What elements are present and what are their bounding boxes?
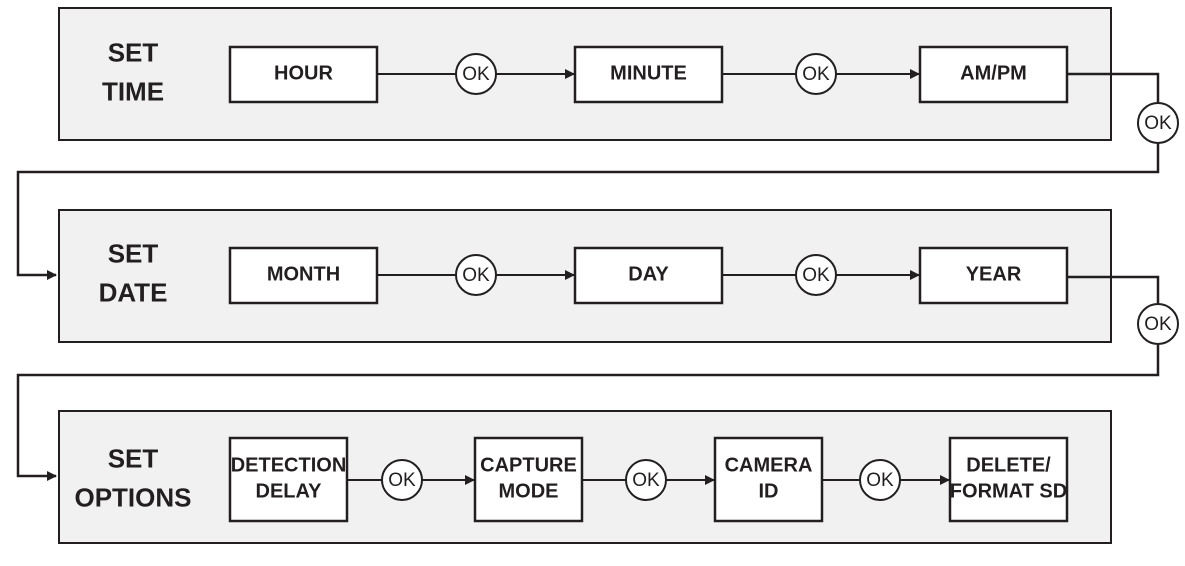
step-label: MINUTE xyxy=(610,63,687,85)
step-label: HOUR xyxy=(274,63,333,85)
step-box xyxy=(918,45,1069,104)
text-line: DETECTION xyxy=(231,455,347,477)
step-box xyxy=(228,246,379,305)
step-box xyxy=(228,436,349,523)
text-line: DAY xyxy=(628,264,669,286)
text-line: HOUR xyxy=(274,63,333,85)
step-box xyxy=(573,246,724,305)
text-line: SET xyxy=(108,443,159,473)
text-line: MODE xyxy=(499,481,559,503)
ok-label: OK xyxy=(462,265,490,286)
text-line: DELETE/ xyxy=(966,455,1051,477)
ok-label: OK xyxy=(866,470,894,491)
row-label: SET TIME xyxy=(102,37,164,106)
ok-circle xyxy=(625,459,667,501)
step-box xyxy=(473,436,584,523)
row-wrap-connector-0: OK xyxy=(16,72,1179,280)
row-panel-1: SET DATE MONTH DAY YEAR OK OK xyxy=(58,209,1112,343)
ok-circle xyxy=(795,254,837,296)
text-line: FORMAT SD xyxy=(950,481,1067,503)
step-label: YEAR xyxy=(966,264,1022,286)
row-panel-0: SET TIME HOUR MINUTE AM/PM OK OK xyxy=(58,7,1112,141)
ok-label: OK xyxy=(1144,113,1172,134)
wrap-line-in xyxy=(16,143,1160,280)
ok-label: OK xyxy=(462,64,490,85)
row-label: SET DATE xyxy=(99,238,168,307)
wrap-line-out xyxy=(1067,275,1160,304)
ok-label: OK xyxy=(632,470,660,491)
ok-circle xyxy=(1137,102,1179,144)
text-line: OPTIONS xyxy=(74,482,191,512)
ok-label: OK xyxy=(802,265,830,286)
text-line: CAMERA xyxy=(725,455,813,477)
ok-circle xyxy=(381,459,423,501)
step-box xyxy=(948,436,1069,523)
ok-circle xyxy=(859,459,901,501)
text-line: YEAR xyxy=(966,264,1022,286)
step-label: DETECTION DELAY xyxy=(231,455,347,503)
ok-label: OK xyxy=(1144,314,1172,335)
text-line: AM/PM xyxy=(960,63,1027,85)
text-line: CAPTURE xyxy=(480,455,577,477)
row-label: SET OPTIONS xyxy=(74,443,191,512)
text-line: DATE xyxy=(99,277,168,307)
row-wrap-connector-1: OK xyxy=(16,275,1179,481)
step-label: AM/PM xyxy=(960,63,1027,85)
ok-circle xyxy=(1137,303,1179,345)
step-label: MONTH xyxy=(267,264,340,286)
ok-label: OK xyxy=(802,64,830,85)
step-box xyxy=(713,436,824,523)
text-line: SET xyxy=(108,238,159,268)
wrap-line-in xyxy=(16,344,1160,481)
text-line: DELAY xyxy=(256,481,323,503)
ok-circle xyxy=(795,53,837,95)
row-panel-2: SET OPTIONS DETECTION DELAY CAPTURE MODE CAMER… xyxy=(58,410,1112,544)
ok-label: OK xyxy=(388,470,416,491)
step-label: CAPTURE MODE xyxy=(480,455,577,503)
step-label: DAY xyxy=(628,264,669,286)
step-box xyxy=(918,246,1069,305)
text-line: TIME xyxy=(102,76,164,106)
ok-circle xyxy=(455,254,497,296)
step-label: CAMERA ID xyxy=(725,455,813,503)
text-line: MINUTE xyxy=(610,63,687,85)
text-line: ID xyxy=(759,481,779,503)
text-line: MONTH xyxy=(267,264,340,286)
step-label: DELETE/FORMAT SD xyxy=(950,455,1067,503)
ok-circle xyxy=(455,53,497,95)
wrap-line-out xyxy=(1067,72,1160,103)
text-line: SET xyxy=(108,37,159,67)
